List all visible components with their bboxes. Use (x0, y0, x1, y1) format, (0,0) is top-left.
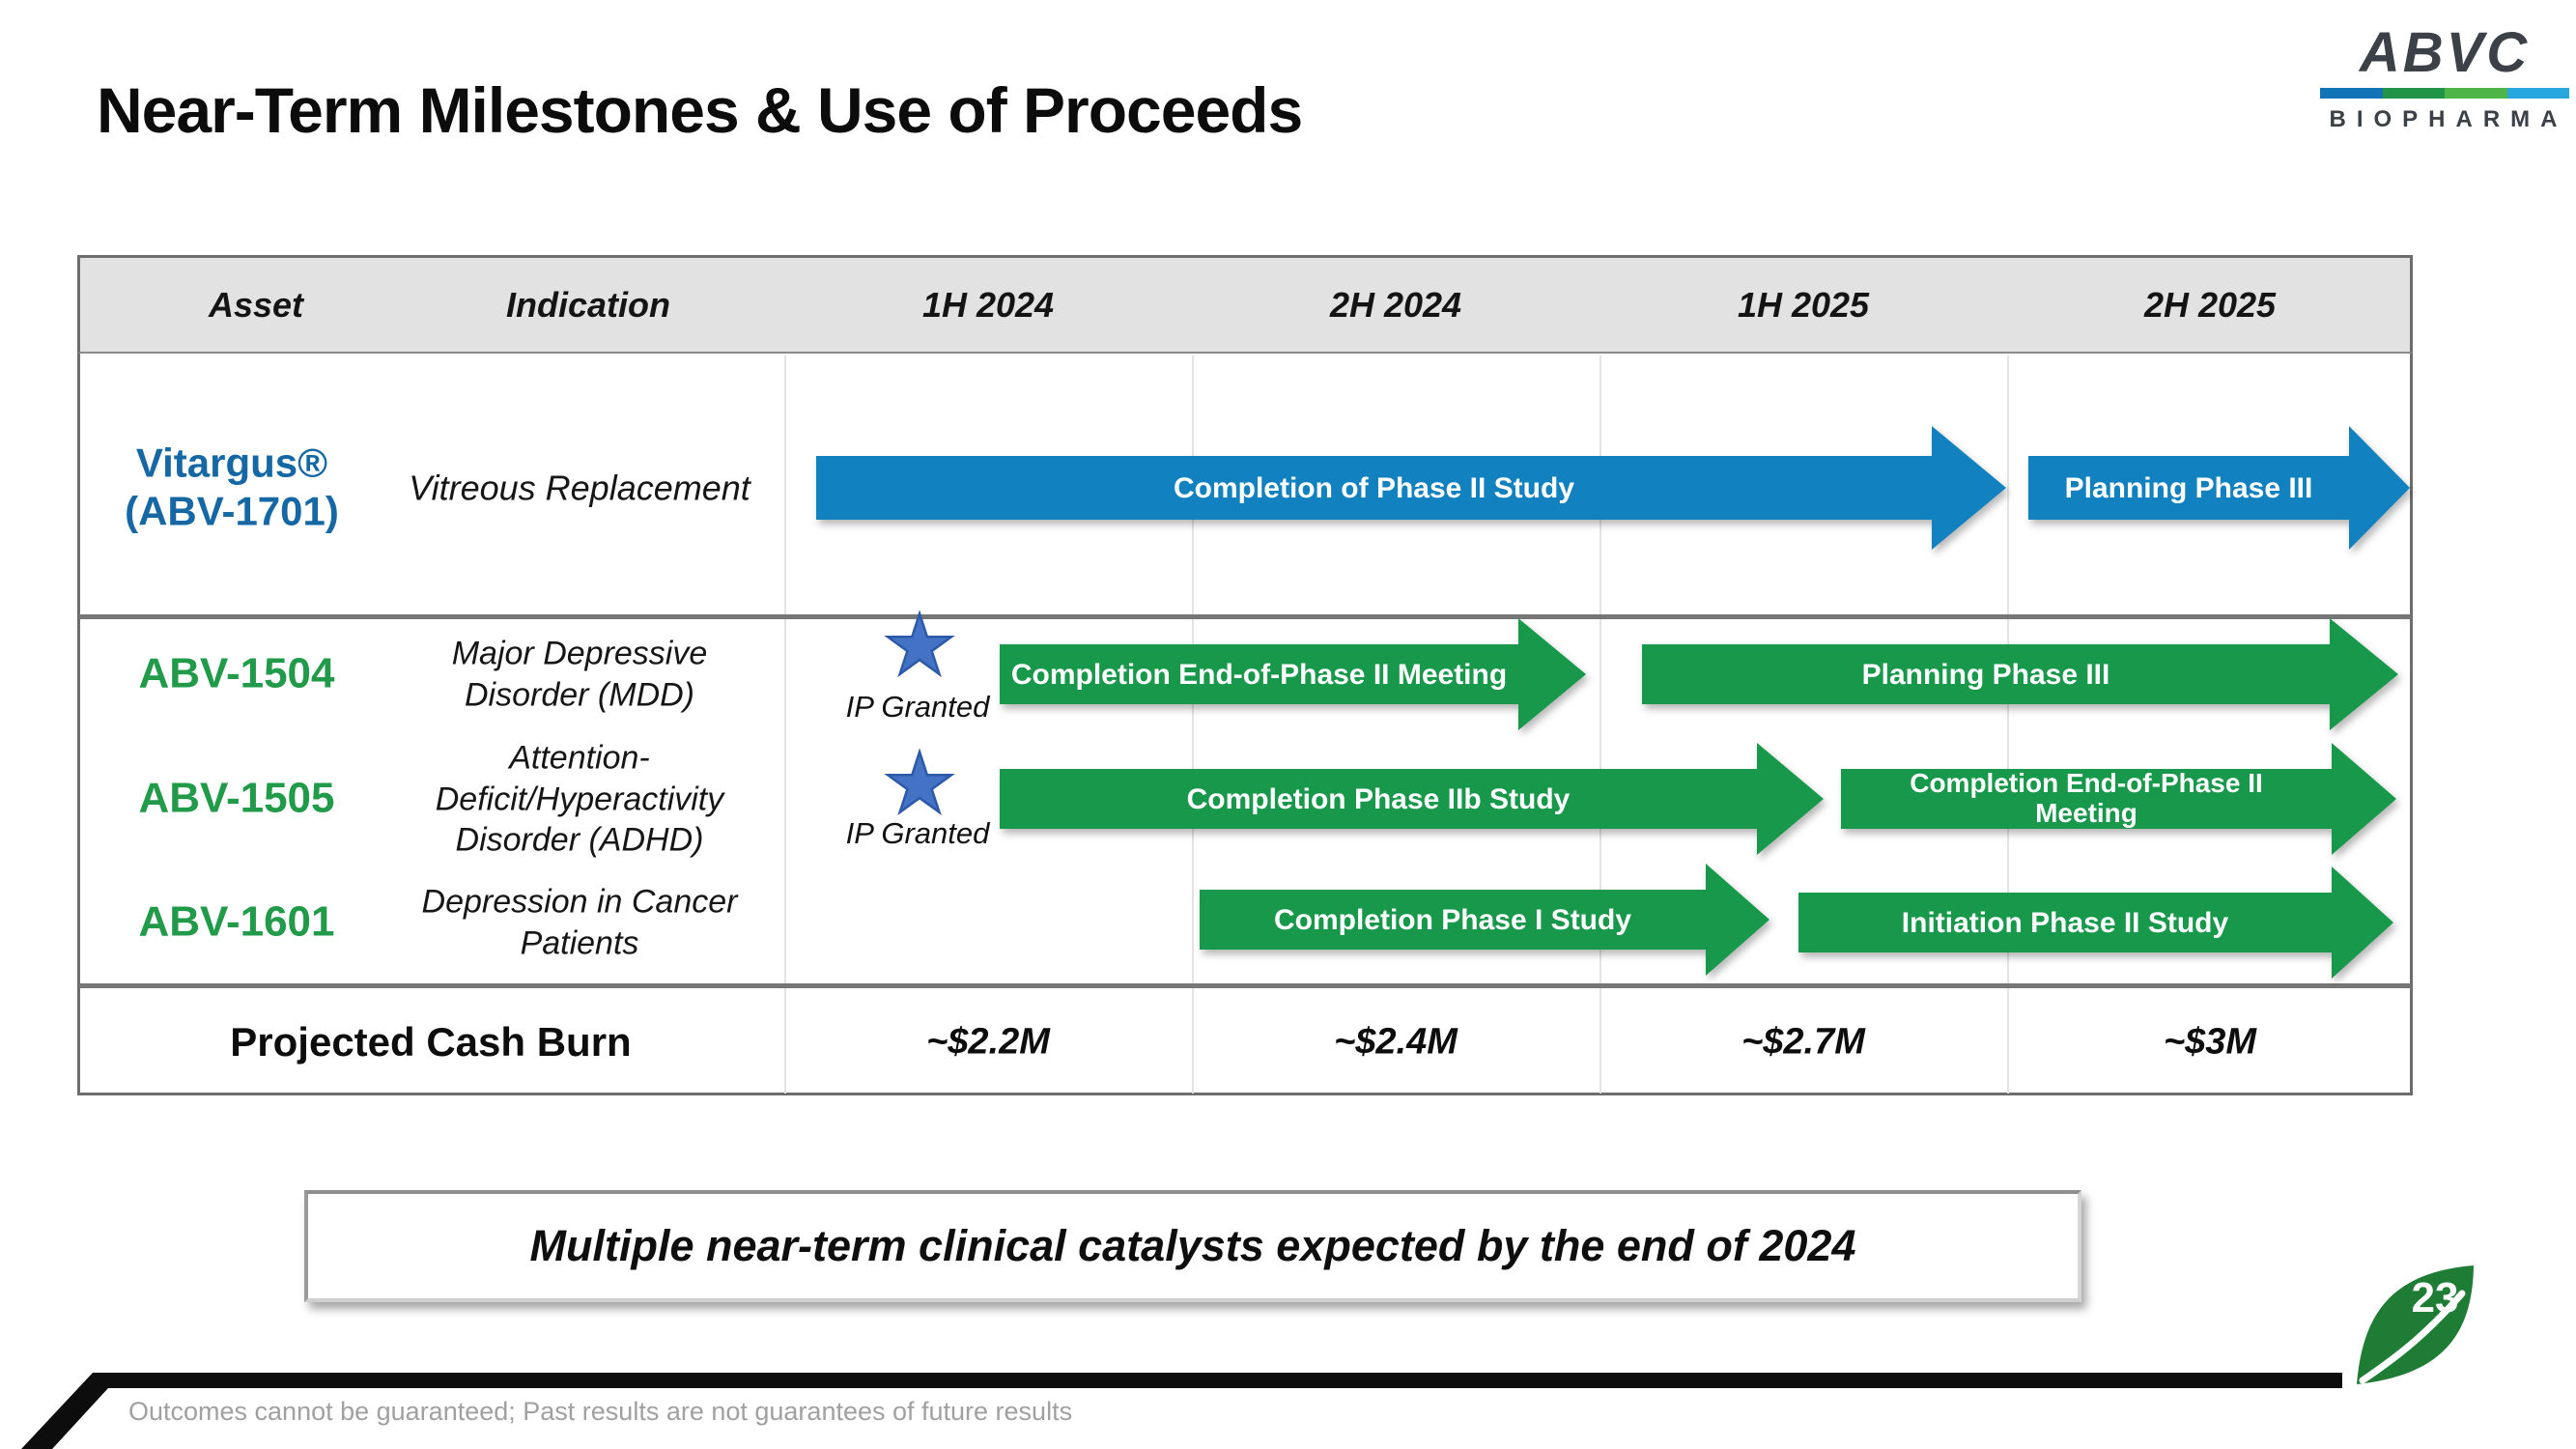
header-1h-2024: 1H 2024 (921, 285, 1055, 325)
milestone-1505-phase2b: Completion Phase IIb Study (1186, 782, 1571, 815)
indication-vitargus: Vitreous Replacement (409, 468, 750, 508)
page-title: Near-Term Milestones & Use of Proceeds (97, 74, 1303, 146)
header-1h-2025: 1H 2025 (1737, 285, 1870, 325)
asset-vitargus: Vitargus® (ABV-1701) (125, 440, 339, 534)
cash-burn-label: Projected Cash Burn (230, 1019, 632, 1065)
row-divider (79, 983, 2411, 988)
ip-granted-label-1505: IP Granted (845, 816, 990, 850)
indication-abv-1601: Depression in Cancer Patients (421, 883, 738, 962)
header-2h-2024: 2H 2024 (1329, 285, 1462, 325)
milestone-1504-meeting: Completion End-of-Phase II Meeting (1010, 658, 1508, 691)
header-asset: Asset (208, 285, 304, 325)
logo-color-bar-icon (2320, 88, 2569, 99)
milestone-1601-phase2: Initiation Phase II Study (1901, 906, 2229, 939)
cash-burn-1h2024: ~$2.2M (926, 1021, 1050, 1063)
asset-abv-1504: ABV-1504 (138, 649, 335, 697)
milestone-1601-phase1: Completion Phase I Study (1273, 903, 1632, 936)
asset-abv-1601: ABV-1601 (138, 897, 335, 946)
indication-abv-1505: Attention- Deficit/Hyperactivity Disorde… (435, 739, 724, 859)
header-2h-2025: 2H 2025 (2143, 285, 2277, 325)
milestone-vitargus-phase2: Completion of Phase II Study (1173, 471, 1575, 504)
abvc-logo: ABVC BIOPHARMA (2316, 25, 2573, 133)
ip-granted-label-1504: IP Granted (845, 690, 990, 724)
disclaimer-text: Outcomes cannot be guaranteed; Past resu… (128, 1397, 1073, 1426)
ip-granted-star-icon: ★ (881, 597, 958, 695)
cash-burn-2h2025: ~$3M (2163, 1021, 2257, 1063)
milestone-1504-phase3: Planning Phase III (1861, 658, 2110, 691)
cash-burn-2h2024: ~$2.4M (1334, 1021, 1458, 1063)
asset-abv-1505: ABV-1505 (138, 774, 335, 822)
row-divider (79, 614, 2411, 619)
header-indication: Indication (506, 285, 670, 325)
cash-burn-1h2025: ~$2.7M (1741, 1021, 1865, 1063)
logo-tagline: BIOPHARMA (2329, 106, 2568, 132)
logo-wordmark: ABVC (2359, 21, 2531, 84)
column-separator (1599, 355, 1601, 1094)
key-message-banner: Multiple near-term clinical catalysts ex… (304, 1190, 2081, 1302)
key-message-text: Multiple near-term clinical catalysts ex… (529, 1221, 1856, 1270)
milestone-1505-meeting: Completion End-of-Phase II Meeting (1910, 768, 2263, 828)
column-separator (784, 355, 786, 1094)
milestone-vitargus-phase3: Planning Phase III (2064, 471, 2313, 504)
indication-abv-1504: Major Depressive Disorder (MDD) (451, 635, 708, 714)
table-header-row (77, 255, 2413, 354)
ip-granted-star-icon: ★ (881, 735, 958, 833)
page-number: 23 (2411, 1274, 2459, 1321)
